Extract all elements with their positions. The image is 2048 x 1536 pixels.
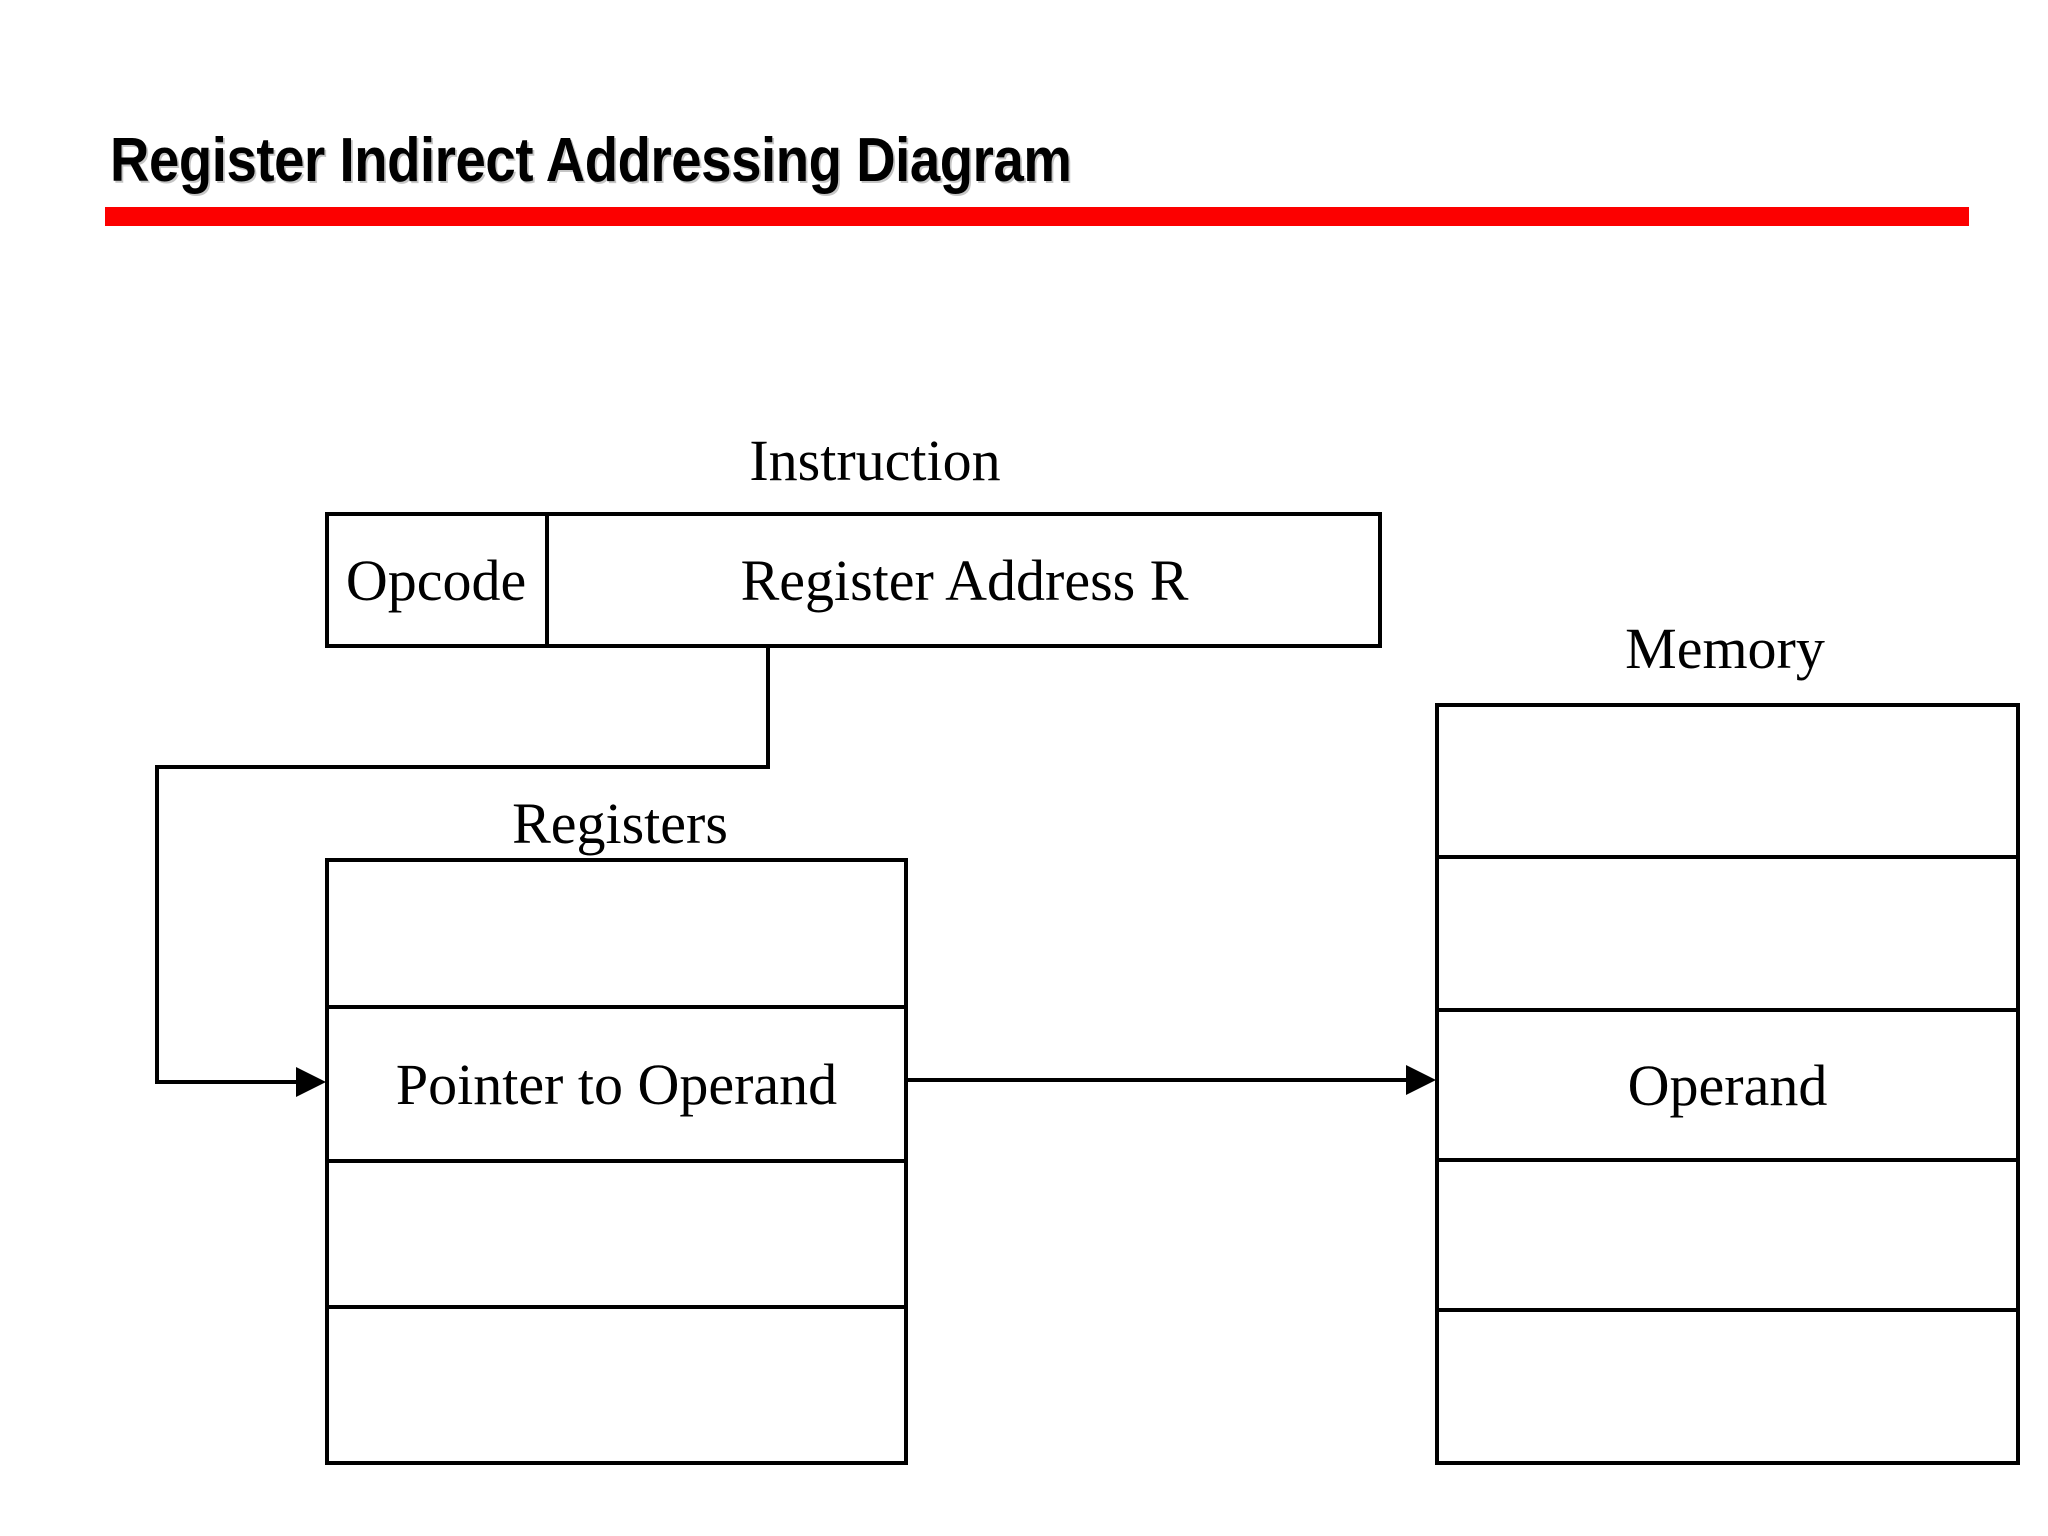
memory-row-operand: Operand [1627,1052,1828,1118]
instruction-field-opcode: Opcode [345,547,527,613]
memory-row-divider-3 [1435,1158,2020,1162]
page-title: Register Indirect Addressing Diagram [110,126,1072,195]
registers-row [329,1163,904,1305]
registers-label: Registers [512,791,728,856]
registers-row-divider-2 [325,1159,908,1163]
registers-row [329,862,904,1005]
memory-row [1439,707,2016,855]
arrowhead-into-memory [1406,1065,1436,1095]
memory-row [1439,1162,2016,1308]
registers-row-pointer-to-operand: Pointer to Operand [395,1051,838,1117]
memory-row-divider-2 [1435,1008,2020,1012]
memory-box [1435,703,2020,1465]
registers-row-divider-3 [325,1305,908,1309]
connector-registers-to-memory [908,1078,1418,1082]
memory-label: Memory [1625,616,1825,681]
instruction-field-divider [545,512,549,648]
memory-row [1439,859,2016,1008]
instruction-label: Instruction [749,428,1001,493]
instruction-field-register-address: Register Address R [740,547,1189,613]
memory-row-divider-1 [1435,855,2020,859]
registers-row [329,1309,904,1461]
instruction-box [325,512,1382,648]
title-block: Register Indirect Addressing Diagram [110,130,1980,220]
registers-row-divider-1 [325,1005,908,1009]
connector-instruction-vertical-left [155,765,159,1082]
arrowhead-into-registers [296,1067,326,1097]
connector-instruction-left [155,765,770,769]
memory-row [1439,1312,2016,1461]
connector-instruction-down [766,648,770,769]
memory-row-divider-4 [1435,1308,2020,1312]
connector-instruction-to-registers [155,1080,305,1084]
title-underline-rule [105,207,1969,226]
